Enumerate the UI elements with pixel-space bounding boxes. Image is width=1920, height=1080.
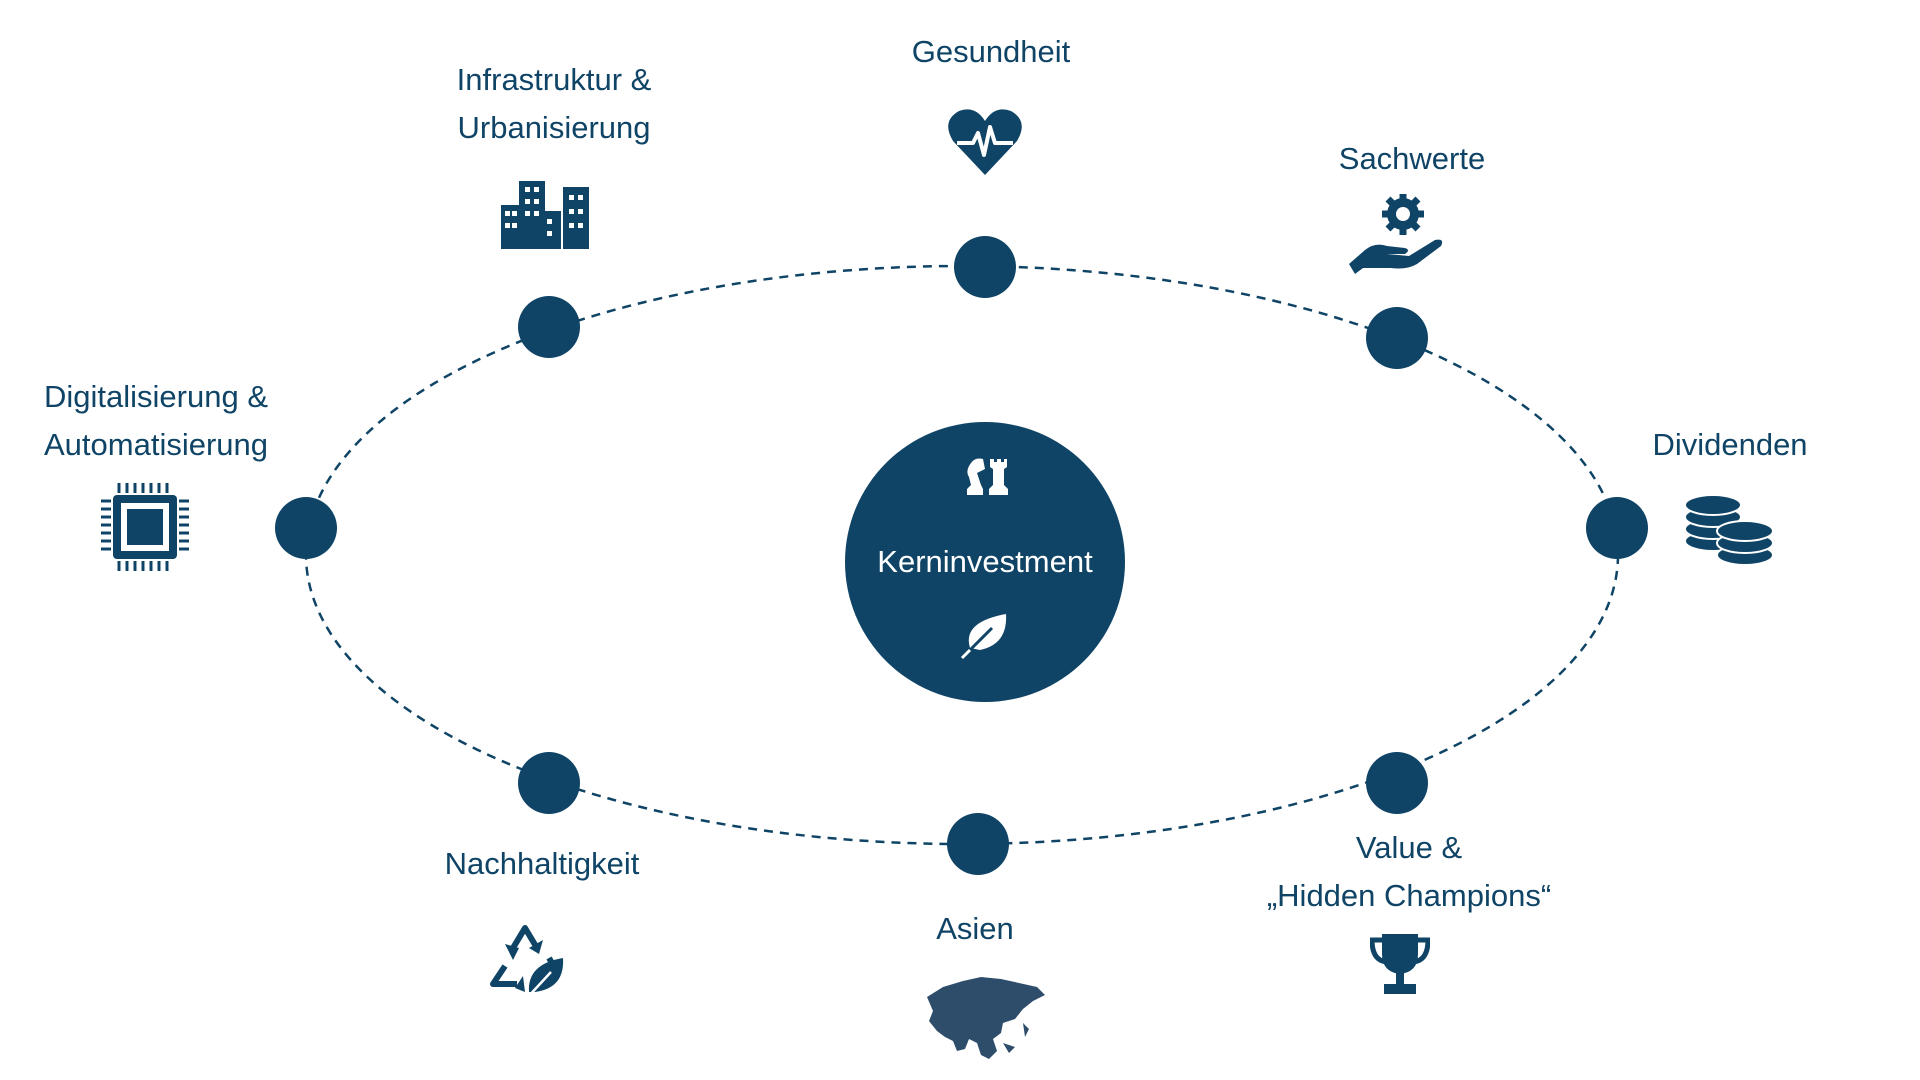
leaf-icon [960,614,1007,660]
label-line: „Hidden Champions“ [1266,878,1552,913]
label-digitalisierung: Digitalisierung & Automatisierung [44,373,268,469]
node-dividenden[interactable] [1586,497,1648,559]
recycle-leaf-icon [490,925,564,998]
center-label: Kerninvestment [877,544,1093,579]
trophy-icon [1370,934,1430,994]
label-line: Dividenden [1652,427,1808,462]
chip-icon [101,483,189,571]
label-line: Gesundheit [911,34,1071,69]
label-line: Automatisierung [44,427,269,462]
label-line: Asien [936,911,1014,946]
node-nachhaltigkeit[interactable] [518,752,580,814]
node-digitalisierung[interactable] [275,497,337,559]
chess-icon [967,458,1008,495]
heart-pulse-icon [948,109,1022,175]
label-sachwerte: Sachwerte [1339,135,1485,183]
asia-map-icon [927,977,1045,1059]
node-value[interactable] [1366,752,1428,814]
label-line: Sachwerte [1338,141,1486,176]
label-nachhaltigkeit: Nachhaltigkeit [445,840,640,888]
node-sachwerte[interactable] [1366,307,1428,369]
node-gesundheit[interactable] [954,236,1016,298]
label-line: Infrastruktur & [456,62,652,97]
coins-icon [1684,494,1774,566]
label-line: Digitalisierung & [44,379,268,414]
buildings-icon [501,181,589,249]
label-line: Urbanisierung [457,110,651,145]
label-dividenden: Dividenden [1652,421,1807,469]
label-gesundheit: Gesundheit [912,28,1071,76]
label-infrastruktur: Infrastruktur & Urbanisierung [457,56,652,152]
node-infrastruktur[interactable] [518,296,580,358]
label-value: Value & „Hidden Champions“ [1267,824,1551,920]
node-asien[interactable] [947,813,1009,875]
label-asien: Asien [936,905,1014,953]
hand-gear-icon [1349,194,1443,274]
center-circle [845,422,1125,702]
label-line: Nachhaltigkeit [444,846,640,881]
label-line: Value & [1355,830,1463,865]
